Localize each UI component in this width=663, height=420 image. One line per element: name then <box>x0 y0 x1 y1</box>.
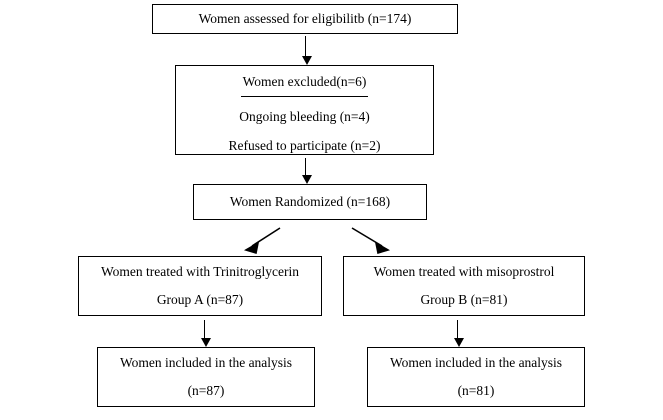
node-group-b-treated-line-1: Women treated with misoprostrol <box>373 263 555 279</box>
node-assessed-line-1: Women assessed for eligibilitb (n=174) <box>198 10 412 26</box>
node-group-b-analysis-line-1: Women included in the analysis <box>389 354 563 370</box>
arrowhead-group-a <box>244 241 260 255</box>
node-excluded-reason-2: Refused to participate (n=2) <box>228 138 381 154</box>
connector-group-b-to-analysis <box>453 320 464 347</box>
node-group-b-treated-line-2: Group B (n=81) <box>420 292 508 307</box>
connector-assessed-to-excluded <box>301 36 312 65</box>
node-group-a-analysis-line-2: (n=87) <box>187 383 225 398</box>
arrowhead-group-b <box>374 241 390 255</box>
node-women-randomized: Women Randomized (n=168) <box>193 184 427 220</box>
node-group-a-analysis-line-1: Women included in the analysis <box>119 354 293 370</box>
node-women-excluded: Women excluded(n=6) Ongoing bleeding (n=… <box>175 65 434 155</box>
node-group-b-analysis-line-2: (n=81) <box>457 383 495 398</box>
node-group-b-analysis: Women included in the analysis (n=81) <box>367 347 585 407</box>
node-group-b-treated: Women treated with misoprostrol Group B … <box>343 256 585 316</box>
node-excluded-reason-1: Ongoing bleeding (n=4) <box>239 109 370 125</box>
connector-excluded-to-randomized <box>301 158 312 184</box>
connector-randomized-to-group-b <box>351 227 383 247</box>
node-group-a-treated: Women treated with Trinitroglycerin Grou… <box>78 256 322 316</box>
node-excluded-header: Women excluded(n=6) <box>240 73 369 98</box>
node-group-a-treated-line-2: Group A (n=87) <box>156 292 244 307</box>
node-assessed-for-eligibility: Women assessed for eligibilitb (n=174) <box>152 4 458 34</box>
node-randomized-line-1: Women Randomized (n=168) <box>229 193 391 209</box>
node-group-a-treated-line-1: Women treated with Trinitroglycerin <box>100 263 299 279</box>
connector-group-a-to-analysis <box>200 320 211 347</box>
node-group-a-analysis: Women included in the analysis (n=87) <box>97 347 315 407</box>
connector-randomized-to-group-a <box>251 227 281 247</box>
